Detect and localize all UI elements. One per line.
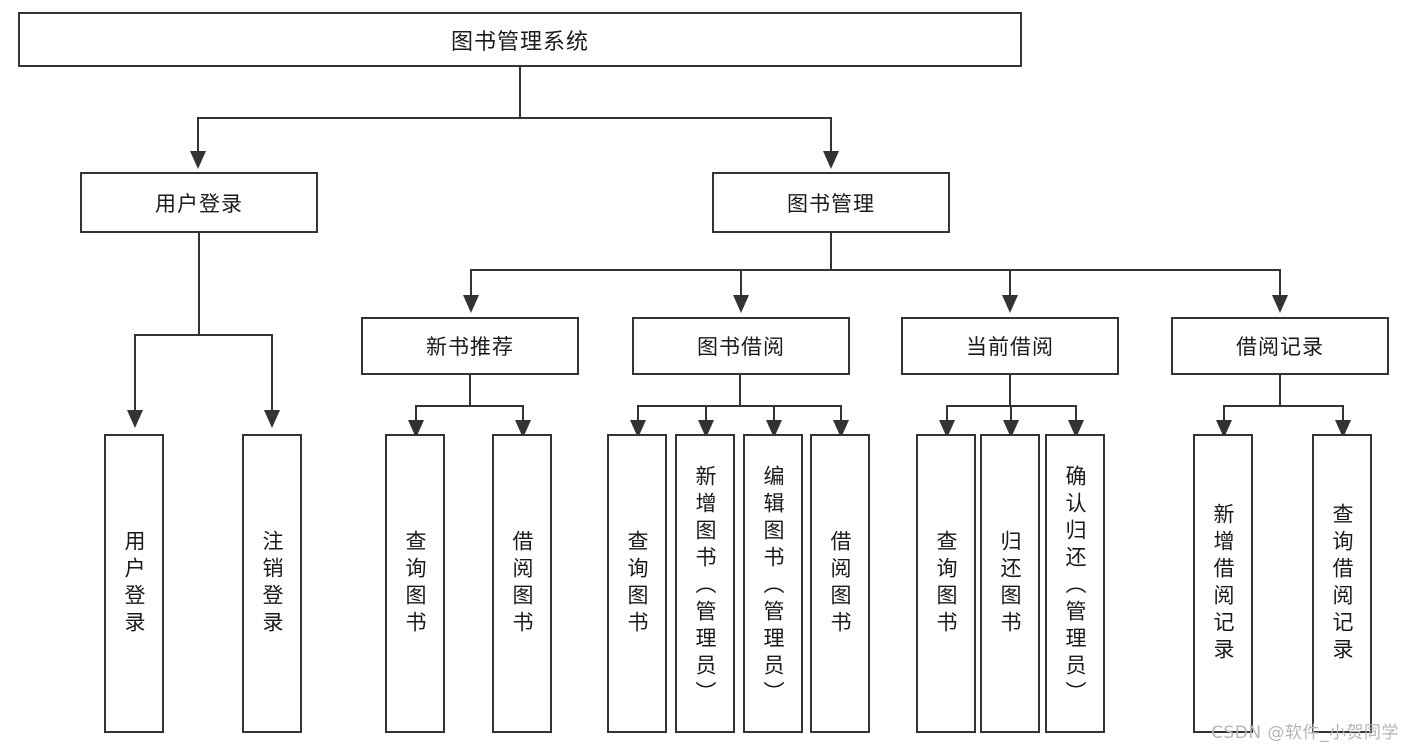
node-user-login[interactable]: 用户登录 (80, 172, 318, 233)
arrow-to-leaf-user-login (127, 410, 143, 428)
node-label: 用户登录 (155, 191, 243, 216)
node-leaf-edit-book[interactable]: 编辑图书（管理员） (743, 434, 803, 733)
node-leaf-user-login[interactable]: 用户登录 (104, 434, 164, 733)
node-leaf-query-book-3[interactable]: 查询图书 (916, 434, 976, 733)
edge-bb-drop-3 (773, 405, 775, 427)
node-leaf-query-record[interactable]: 查询借阅记录 (1312, 434, 1372, 733)
node-label: 新增图书（管理员） (693, 465, 717, 708)
node-label: 确认归还（管理员） (1063, 465, 1087, 708)
node-label: 图书管理 (787, 191, 875, 216)
arrow-to-leaf-confirm-return (1068, 420, 1084, 438)
csdn-watermark: CSDN @软件_小贺同学 (1211, 723, 1399, 743)
node-label: 注销登录 (260, 529, 284, 638)
edge-cb-drop-3 (1075, 405, 1077, 427)
edge-book-management-bus (470, 269, 1280, 271)
edge-user-login-drop-2 (271, 334, 273, 410)
arrow-to-book-borrow (733, 295, 749, 313)
edge-bm-drop-3 (1009, 269, 1011, 295)
node-leaf-borrow-book-2[interactable]: 借阅图书 (810, 434, 870, 733)
edge-bb-drop-1 (637, 405, 639, 427)
node-borrow-record[interactable]: 借阅记录 (1171, 317, 1389, 375)
node-label: 查询图书 (403, 529, 427, 638)
edge-book-management-stem (830, 233, 832, 270)
arrow-to-leaf-user-logout (264, 410, 280, 428)
edge-bb-drop-4 (840, 405, 842, 427)
node-label: 编辑图书（管理员） (761, 465, 785, 708)
node-label: 归还图书 (998, 529, 1022, 638)
node-leaf-borrow-book-1[interactable]: 借阅图书 (492, 434, 552, 733)
arrow-to-leaf-borrow-book-2 (833, 420, 849, 438)
arrow-to-user-login (190, 151, 206, 169)
edge-nbr-drop-2 (522, 405, 524, 427)
arrow-to-leaf-add-book (698, 420, 714, 438)
edge-user-login-bus (134, 334, 272, 336)
node-label: 新书推荐 (426, 335, 514, 359)
edge-nbr-stem (469, 375, 471, 406)
node-new-book-recommend[interactable]: 新书推荐 (361, 317, 579, 375)
edge-root-stem (519, 67, 521, 118)
edge-root-bus (197, 117, 831, 119)
edge-br-stem (1279, 375, 1281, 406)
node-label: 用户登录 (122, 529, 146, 638)
arrow-to-leaf-borrow-book-1 (515, 420, 531, 438)
arrow-to-leaf-edit-book (766, 420, 782, 438)
node-root-book-management-system[interactable]: 图书管理系统 (18, 12, 1022, 67)
arrow-to-leaf-return-book (1003, 420, 1019, 438)
edge-br-drop-2 (1342, 405, 1344, 427)
edge-root-drop-right (830, 117, 832, 151)
edge-bb-drop-2 (705, 405, 707, 427)
node-leaf-query-book-1[interactable]: 查询图书 (385, 434, 445, 733)
node-leaf-add-book[interactable]: 新增图书（管理员） (675, 434, 735, 733)
node-current-borrow[interactable]: 当前借阅 (901, 317, 1119, 375)
edge-user-login-stem (198, 233, 200, 335)
edge-bb-bus (637, 405, 841, 407)
node-label: 图书管理系统 (450, 29, 589, 55)
arrow-to-leaf-add-record (1216, 420, 1232, 438)
arrow-to-leaf-query-record (1335, 420, 1351, 438)
node-label: 借阅记录 (1236, 335, 1324, 359)
edge-root-drop-left (197, 117, 199, 151)
arrow-to-borrow-record (1272, 295, 1288, 313)
edge-nbr-bus (415, 405, 523, 407)
edge-br-bus (1223, 405, 1343, 407)
edge-cb-drop-2 (1010, 405, 1012, 427)
node-leaf-user-logout[interactable]: 注销登录 (242, 434, 302, 733)
node-label: 借阅图书 (828, 529, 852, 638)
node-label: 查询图书 (625, 529, 649, 638)
node-label: 借阅图书 (510, 529, 534, 638)
node-leaf-add-record[interactable]: 新增借阅记录 (1193, 434, 1253, 733)
arrow-to-leaf-query-book-2 (630, 420, 646, 438)
node-book-borrow[interactable]: 图书借阅 (632, 317, 850, 375)
node-label: 新增借阅记录 (1211, 502, 1235, 665)
edge-cb-drop-1 (946, 405, 948, 427)
node-leaf-query-book-2[interactable]: 查询图书 (607, 434, 667, 733)
edge-bm-drop-4 (1279, 269, 1281, 295)
node-label: 当前借阅 (966, 335, 1054, 359)
arrow-to-new-book-recommend (463, 295, 479, 313)
node-label: 查询图书 (934, 529, 958, 638)
node-label: 查询借阅记录 (1330, 502, 1354, 665)
edge-cb-stem (1009, 375, 1011, 406)
arrow-to-leaf-query-book-3 (939, 420, 955, 438)
edge-user-login-drop-1 (134, 334, 136, 410)
node-label: 图书借阅 (697, 335, 785, 359)
node-book-management[interactable]: 图书管理 (712, 172, 950, 233)
edge-bm-drop-2 (740, 269, 742, 295)
edge-bm-drop-1 (470, 269, 472, 295)
node-leaf-return-book[interactable]: 归还图书 (980, 434, 1040, 733)
edge-bb-stem (739, 375, 741, 406)
arrow-to-book-management (823, 151, 839, 169)
edge-br-drop-1 (1223, 405, 1225, 427)
arrow-to-current-borrow (1002, 295, 1018, 313)
arrow-to-leaf-query-book-1 (408, 420, 424, 438)
node-leaf-confirm-return[interactable]: 确认归还（管理员） (1045, 434, 1105, 733)
edge-nbr-drop-1 (415, 405, 417, 427)
